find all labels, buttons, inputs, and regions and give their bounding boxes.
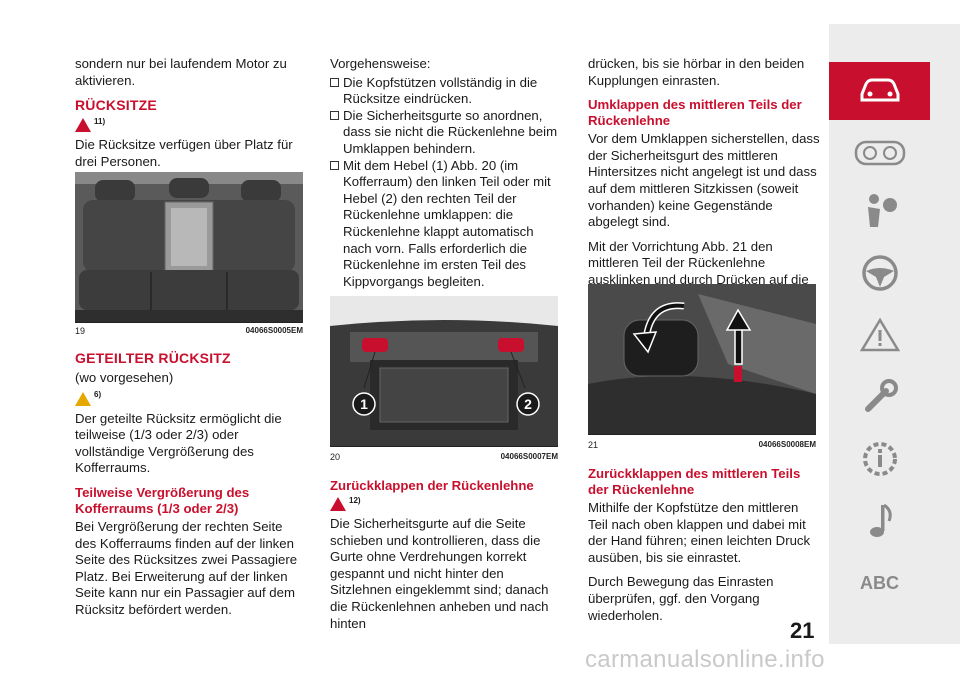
caution-triangle-icon	[75, 391, 91, 406]
geteilter-subtitle: (wo vorgesehen)	[75, 370, 174, 385]
figure-number: 20	[330, 452, 341, 462]
column-3: drücken, bis sie hörbar in den beiden Ku…	[588, 56, 820, 313]
heading-umklappen-mitte: Umklappen des mittleren Teils der Rücken…	[588, 97, 802, 129]
rear-seat-illustration	[75, 172, 303, 322]
sidebar-item-safety[interactable]	[829, 182, 930, 240]
geteilt-text: Der geteilte Rücksitz ermöglicht die tei…	[75, 410, 282, 476]
abc-index-label: ABC	[860, 572, 899, 593]
steering-wheel-icon	[861, 255, 898, 291]
figure-20-caption: 20 04066S0007EM	[330, 452, 558, 462]
figure-21-headrest	[588, 284, 816, 435]
watermark: carmanualsonline.info	[585, 646, 825, 673]
heading-ruecksitze: RÜCKSITZE	[75, 97, 157, 114]
checkbox-bullet-icon	[330, 110, 339, 120]
column-3-lower: Zurückklappen des mittleren Teils der Rü…	[588, 466, 820, 632]
sidebar-item-technical-data[interactable]	[829, 430, 930, 488]
car-icon	[860, 78, 899, 102]
warning-triangle-icon	[330, 497, 346, 511]
trunk-illustration: 1 2	[330, 296, 558, 446]
lever-label-2: 2	[524, 396, 532, 412]
figure-19-caption: 19 04066S0005EM	[75, 326, 303, 336]
chapter-sidebar: ABC	[829, 24, 960, 644]
warning-ref-11: 11)	[75, 117, 303, 133]
zm-text-1: Mithilfe der Kopfstütze den mittleren Te…	[588, 500, 811, 565]
checkbox-bullet-icon	[330, 160, 339, 170]
music-note-icon	[869, 503, 892, 537]
zurueckklappen-text: Die Sicherheitsgurte auf die Seite schie…	[330, 516, 549, 631]
column-1-lower: GETEILTER RÜCKSITZ (wo vorgesehen) 6) De…	[75, 350, 303, 627]
umklappen-text-1: Vor dem Umklappen sicherstellen, dass de…	[588, 131, 820, 230]
heading-zurueckklappen-mitte: Zurückklappen des mittleren Teils der Rü…	[588, 466, 801, 497]
checkbox-bullet-icon	[330, 77, 339, 87]
intro-text: sondern nur bei laufendem Motor zu aktiv…	[75, 56, 287, 88]
wrench-icon	[864, 379, 898, 412]
figure-21-caption: 21 04066S0008EM	[588, 440, 816, 450]
headrest-illustration	[588, 284, 816, 434]
zm-text-2: Durch Bewegung das Einrasten überprüfen,…	[588, 574, 774, 623]
heading-geteilter-ruecksitz: GETEILTER RÜCKSITZ	[75, 350, 231, 366]
sidebar-item-car[interactable]	[829, 62, 930, 120]
vorgehen-label: Vorgehensweise:	[330, 56, 431, 71]
airbag-person-icon	[867, 194, 897, 227]
sidebar-item-dashboard[interactable]	[829, 124, 930, 182]
heading-zurueckklappen: Zurückklappen der Rückenlehne	[330, 478, 534, 493]
column-2-lower: Zurückklappen der Rückenlehne 12) Die Si…	[330, 478, 560, 640]
sidebar-item-index[interactable]: ABC	[829, 554, 930, 612]
figure-code: 04066S0005EM	[245, 326, 303, 335]
sidebar-item-maintenance[interactable]	[829, 368, 930, 426]
figure-20-trunk: 1 2	[330, 296, 558, 447]
dashboard-icon	[854, 140, 905, 166]
figure-number: 21	[588, 440, 599, 450]
column-1: sondern nur bei laufendem Motor zu aktiv…	[75, 56, 303, 178]
teilweise-text: Bei Vergrößerung der rechten Seite des K…	[75, 518, 298, 617]
column-2: Vorgehensweise: Die Kopfstützen vollstän…	[330, 56, 560, 290]
warning-triangle-icon	[75, 118, 91, 133]
settings-info-icon	[862, 442, 897, 476]
figure-number: 19	[75, 326, 86, 336]
figure-code: 04066S0007EM	[500, 452, 558, 461]
figure-19-rear-seat	[75, 172, 303, 323]
page-number: 21	[790, 618, 815, 643]
list-item: Die Kopfstützen vollständig in die Rücks…	[330, 75, 560, 108]
sidebar-item-multimedia[interactable]	[829, 492, 930, 550]
continued-text: drücken, bis sie hörbar in den beiden Ku…	[588, 56, 805, 88]
sidebar-item-emergency[interactable]	[829, 306, 930, 364]
figure-code: 04066S0008EM	[758, 440, 816, 449]
ruecksitze-text: Die Rücksitze verfügen über Platz für dr…	[75, 137, 293, 169]
lever-label-1: 1	[360, 396, 368, 412]
warning-ref-6: 6)	[75, 390, 303, 407]
sidebar-item-driving[interactable]	[829, 244, 930, 302]
heading-teilweise: Teilweise Vergrößerung des Kofferraums (…	[75, 484, 250, 516]
warning-triangle-icon	[859, 317, 900, 352]
list-item: Mit dem Hebel (1) Abb. 20 (im Kofferraum…	[330, 158, 560, 291]
list-item: Die Sicherheitsgurte so anordnen, dass s…	[330, 108, 560, 158]
warning-ref-12: 12)	[330, 496, 560, 512]
